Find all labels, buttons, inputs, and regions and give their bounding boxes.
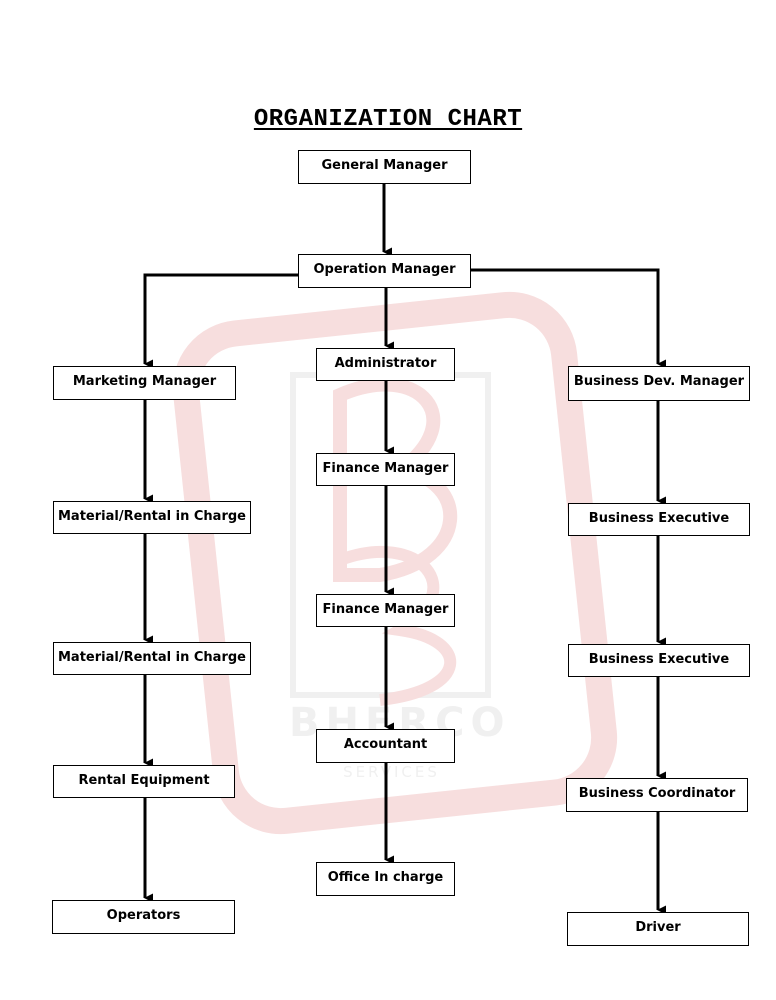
node-operators: Operators	[52, 900, 235, 934]
node-general-manager: General Manager	[298, 150, 471, 184]
chart-title: ORGANIZATION CHART	[0, 106, 776, 133]
node-label: Driver	[635, 920, 681, 935]
node-label: Business Coordinator	[578, 786, 736, 801]
node-label: Business Executive	[588, 511, 730, 526]
node-label: Rental Equipment	[78, 773, 210, 788]
node-label: Operators	[106, 908, 181, 923]
node-administrator: Administrator	[316, 348, 455, 381]
node-label: Accountant	[343, 737, 428, 752]
node-office-in-charge: Office In charge	[316, 862, 455, 896]
node-material-rental-1: Material/Rental in Charge	[53, 501, 251, 534]
node-rental-equipment: Rental Equipment	[53, 765, 235, 798]
node-label: Finance Manager	[322, 602, 449, 617]
chart-title-text: ORGANIZATION CHART	[253, 106, 523, 133]
edge-om-bizdev	[471, 268, 658, 364]
node-label: Administrator	[334, 356, 437, 371]
node-label: Operation Manager	[313, 262, 456, 277]
node-marketing-manager: Marketing Manager	[53, 366, 236, 400]
node-material-rental-2: Material/Rental in Charge	[53, 642, 251, 675]
node-label: Marketing Manager	[72, 374, 217, 389]
node-business-executive-1: Business Executive	[568, 503, 750, 536]
node-business-coordinator: Business Coordinator	[566, 778, 748, 812]
node-label: Business Dev. Manager	[573, 374, 745, 389]
node-driver: Driver	[567, 912, 749, 946]
node-label: General Manager	[321, 158, 448, 173]
node-finance-manager-1: Finance Manager	[316, 453, 455, 486]
node-operation-manager: Operation Manager	[298, 254, 471, 288]
node-business-dev-manager: Business Dev. Manager	[568, 366, 750, 401]
node-accountant: Accountant	[316, 729, 455, 763]
node-label: Finance Manager	[322, 461, 449, 476]
node-business-executive-2: Business Executive	[568, 644, 750, 677]
node-label: Material/Rental in Charge	[58, 509, 246, 524]
node-label: Office In charge	[327, 870, 444, 885]
node-label: Material/Rental in Charge	[58, 650, 246, 665]
node-finance-manager-2: Finance Manager	[316, 594, 455, 627]
edge-om-marketing	[143, 273, 298, 364]
node-label: Business Executive	[588, 652, 730, 667]
